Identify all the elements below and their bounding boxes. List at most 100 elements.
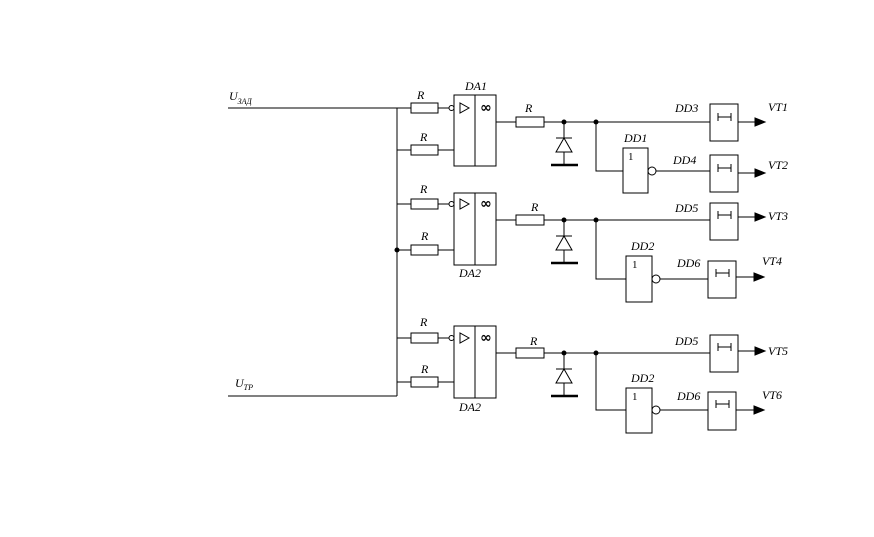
output-label: VT6 [762, 388, 782, 402]
arrowhead-icon [754, 117, 767, 127]
clamp-diode [551, 353, 578, 398]
output-resistor: R [496, 101, 545, 128]
output-label: VT3 [768, 209, 788, 223]
resistor-body [410, 244, 439, 256]
inverter: 1 DD1 [595, 122, 710, 194]
driver-symbol-icon [715, 400, 730, 408]
resistor-label: R [419, 182, 428, 196]
channel-3: R R ∞ DA2 R [397, 315, 788, 434]
resistor-body [410, 198, 439, 210]
driver-symbol-icon [717, 113, 732, 121]
inverter-function-label: 1 [632, 391, 638, 403]
inverter-label: DD1 [623, 131, 647, 145]
amplifier-type-symbol: ∞ [480, 100, 492, 116]
resistor-body [515, 214, 545, 226]
clamp-diode [551, 220, 578, 265]
output-label: VT4 [762, 254, 782, 268]
amplifier-triangle-icon [459, 102, 471, 114]
setpoint-subscript: ЗАД [238, 97, 253, 106]
amplifier-label: DA1 [464, 79, 487, 93]
output-label: VT2 [768, 158, 788, 172]
inverted-element-label: DD6 [676, 389, 700, 403]
op-amp: ∞ DA2 [448, 192, 497, 280]
driver-symbol-icon [717, 343, 732, 351]
driver-box [707, 260, 737, 299]
inverter: 1 DD2 [595, 353, 708, 434]
clamp-diode [551, 122, 578, 167]
output-resistor: R [496, 334, 545, 359]
driver-symbol-icon [715, 269, 730, 277]
driver-symbol-icon [717, 164, 732, 172]
driver-box [709, 202, 739, 241]
inverted-driver: DD6 VT4 [676, 254, 782, 299]
amplifier-label: DA2 [458, 266, 481, 280]
amplifier-type-symbol: ∞ [480, 330, 492, 346]
resistor-label: R [530, 200, 539, 214]
inverted-driver: DD4 VT2 [672, 153, 788, 193]
driver-box [709, 334, 739, 373]
feedback-symbol: U [235, 376, 245, 390]
resistor-label: R [416, 88, 425, 102]
driver-box [707, 391, 737, 431]
inverter-gate [625, 255, 653, 303]
inversion-circle [651, 405, 661, 415]
arrowhead-icon [753, 405, 766, 415]
resistor-label: R [420, 362, 429, 376]
resistor-body [515, 347, 545, 359]
arrowhead-icon [754, 212, 767, 222]
amplifier-triangle-icon [459, 332, 471, 344]
direct-element-label: DD5 [674, 334, 698, 348]
diode-triangle-icon [555, 234, 573, 251]
input-resistor-1: R [397, 88, 449, 114]
output-resistor: R [496, 200, 545, 226]
inverter-function-label: 1 [632, 259, 638, 271]
branch-wire [595, 220, 626, 280]
output-label: VT5 [768, 344, 788, 358]
branch-wire [595, 122, 623, 172]
feedback-input: UТР [228, 376, 397, 397]
setpoint-symbol: U [229, 89, 239, 103]
diode-triangle-icon [555, 367, 573, 384]
input-resistor-2: R [397, 362, 454, 388]
input-resistor-2: R [397, 130, 454, 156]
input-resistor-1: R [397, 315, 449, 344]
arrowhead-icon [754, 346, 767, 356]
feedback-subscript: ТР [244, 383, 253, 392]
inversion-circle [651, 274, 661, 284]
driver-symbol-icon [717, 211, 732, 219]
arrowhead-icon [754, 168, 767, 178]
channel-2: R R ∞ DA2 R [397, 182, 788, 303]
direct-driver: DD3 VT1 [674, 100, 788, 142]
amplifier-label: DA2 [458, 400, 481, 414]
resistor-label: R [420, 229, 429, 243]
resistor-body [410, 376, 439, 388]
setpoint-label: UЗАД [229, 89, 253, 106]
resistor-label: R [419, 130, 428, 144]
resistor-body [410, 144, 439, 156]
inverting-input-circle [448, 335, 455, 341]
feedback-label: UТР [235, 376, 253, 392]
resistor-body [410, 332, 439, 344]
resistor-label: R [529, 334, 538, 348]
driver-box [709, 154, 739, 193]
op-amp: ∞ DA1 [448, 79, 497, 167]
direct-driver: DD5 VT3 [674, 201, 788, 241]
inverter-gate [622, 147, 649, 194]
direct-element-label: DD5 [674, 201, 698, 215]
inverter-function-label: 1 [628, 151, 634, 163]
setpoint-input: UЗАД [228, 89, 397, 109]
resistor-label: R [524, 101, 533, 115]
input-resistor-1: R [397, 182, 449, 210]
inverter-label: DD2 [630, 371, 654, 385]
channel-1: R R ∞ DA1 R [397, 79, 788, 194]
inverting-input-circle [448, 201, 455, 207]
branch-wire [595, 353, 626, 411]
amplifier-triangle-icon [459, 198, 471, 210]
resistor-body [515, 116, 545, 128]
inverted-driver: DD6 VT6 [676, 388, 782, 431]
arrowhead-icon [753, 272, 766, 282]
direct-element-label: DD3 [674, 101, 698, 115]
op-amp: ∞ DA2 [448, 325, 497, 414]
inverter: 1 DD2 [595, 220, 708, 303]
